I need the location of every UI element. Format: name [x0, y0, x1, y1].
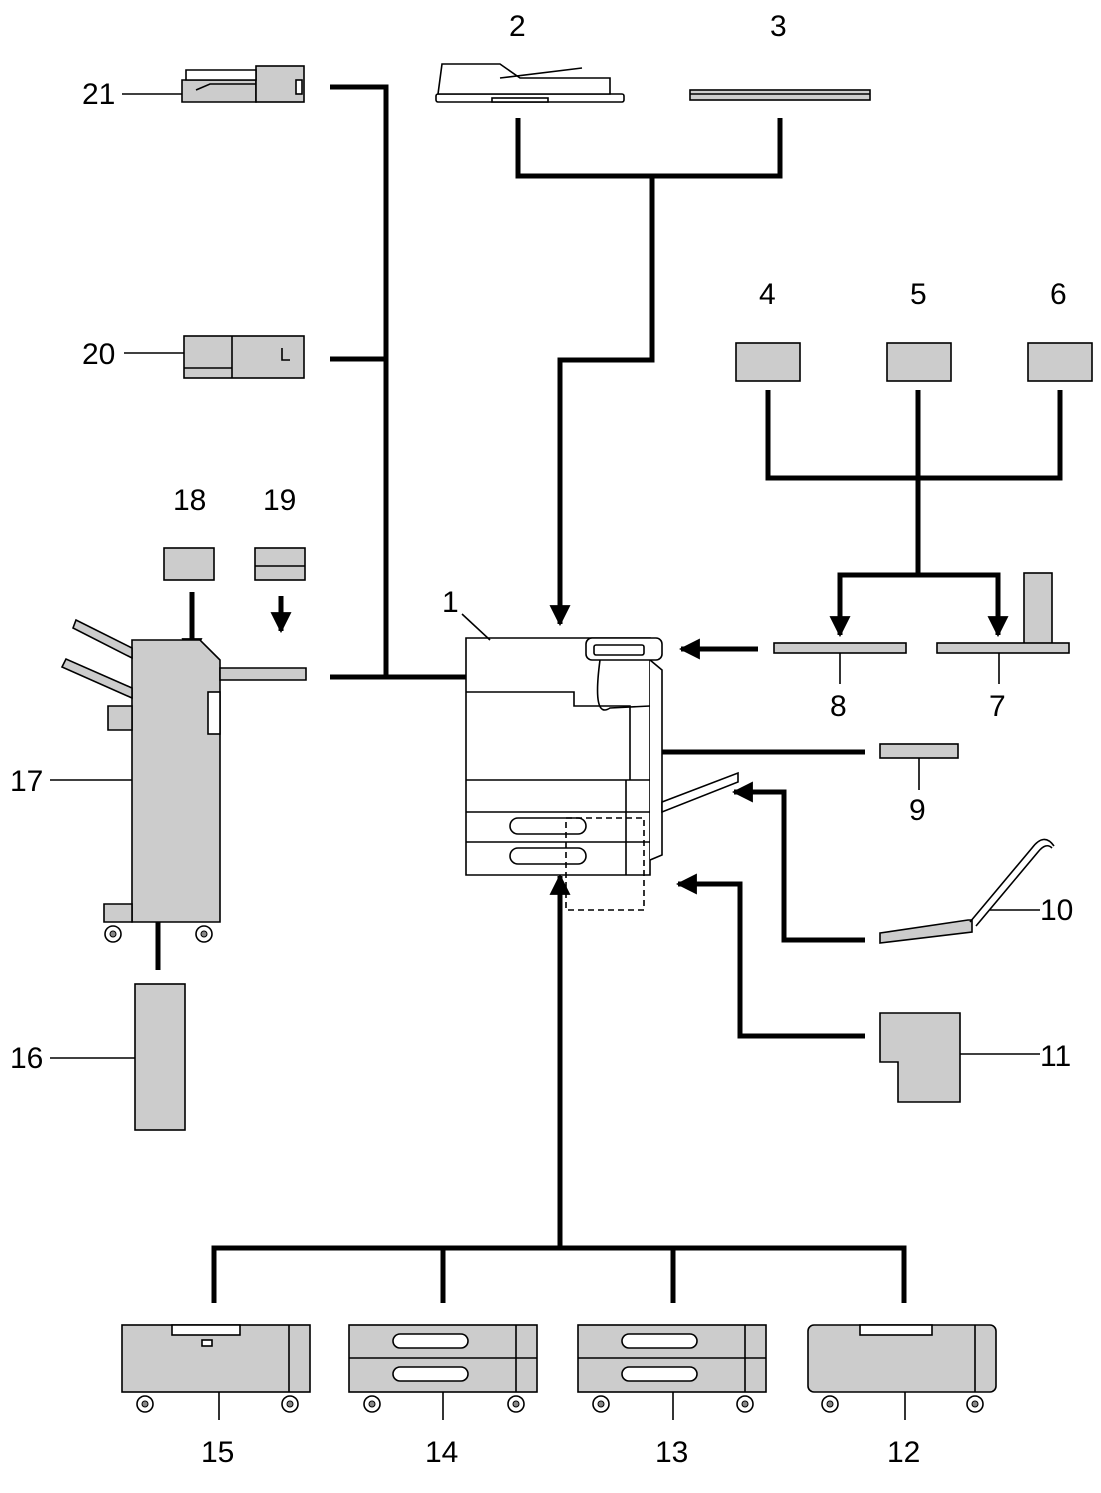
main-unit — [461, 613, 739, 911]
connector-to-8 — [829, 572, 918, 638]
option-4-box — [735, 342, 801, 382]
cabinet-14 — [348, 1324, 538, 1420]
desk-15 — [121, 1324, 311, 1420]
cabinet-13 — [577, 1324, 767, 1420]
box-11 — [879, 1012, 1040, 1103]
finisher-17 — [50, 618, 307, 943]
finisher-21 — [122, 65, 305, 103]
tray-8 — [773, 642, 907, 684]
connector-10-to-1 — [731, 781, 865, 943]
label-1: 1 — [442, 586, 459, 619]
label-15: 15 — [201, 1436, 234, 1469]
bypass-guide — [879, 838, 1055, 944]
original-cover — [689, 89, 871, 101]
option-6-box — [1027, 342, 1093, 382]
label-6: 6 — [1050, 278, 1067, 311]
label-19: 19 — [263, 484, 296, 517]
label-16: 16 — [10, 1042, 43, 1075]
label-18: 18 — [173, 484, 206, 517]
label-20: 20 — [82, 338, 115, 371]
panel-9 — [879, 743, 959, 790]
label-7: 7 — [989, 690, 1006, 723]
label-9: 9 — [909, 794, 926, 827]
cabinet-12 — [807, 1324, 997, 1420]
label-17: 17 — [10, 765, 43, 798]
label-14: 14 — [425, 1436, 458, 1469]
label-4: 4 — [759, 278, 776, 311]
connector-2-3-to-1 — [549, 176, 655, 627]
label-21: 21 — [82, 78, 115, 111]
label-2: 2 — [509, 10, 526, 43]
connector-21 — [330, 84, 389, 677]
callout-labels: 1 2 3 4 5 6 7 8 9 10 11 12 13 14 15 16 1… — [10, 10, 1073, 1469]
unit-16 — [50, 983, 186, 1131]
label-13: 13 — [655, 1436, 688, 1469]
connector-11-to-1 — [675, 873, 865, 1039]
document-feeder — [435, 63, 625, 103]
connector-to-7 — [918, 572, 1009, 638]
unit-19-box — [254, 547, 306, 581]
label-11: 11 — [1040, 1040, 1071, 1073]
finisher-20 — [124, 335, 305, 379]
working-table — [936, 572, 1070, 684]
label-10: 10 — [1040, 894, 1073, 927]
label-12: 12 — [887, 1436, 920, 1469]
option-5-box — [886, 342, 952, 382]
connector-4-5-6 — [765, 390, 1063, 481]
label-3: 3 — [770, 10, 787, 43]
label-5: 5 — [910, 278, 927, 311]
connector-bottom-bus — [211, 1245, 907, 1303]
label-8: 8 — [830, 690, 847, 723]
unit-18-box — [163, 547, 215, 581]
connector-2-3 — [515, 118, 783, 179]
